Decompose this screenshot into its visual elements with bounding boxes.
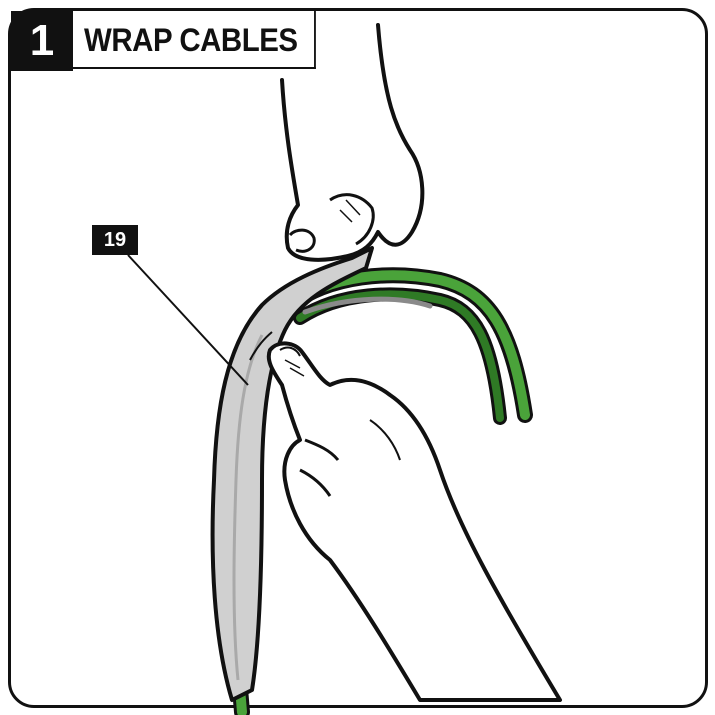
wrap-sleeve-icon [210,246,374,702]
right-hand-icon [266,341,562,702]
callout-label: 19 [92,225,138,255]
step-number-badge: 1 [11,11,73,71]
left-hand-icon [280,23,425,262]
callout-leader-line [127,254,249,386]
step-title: WRAP CABLES [73,11,317,69]
step-header: 1 WRAP CABLES [11,11,337,71]
